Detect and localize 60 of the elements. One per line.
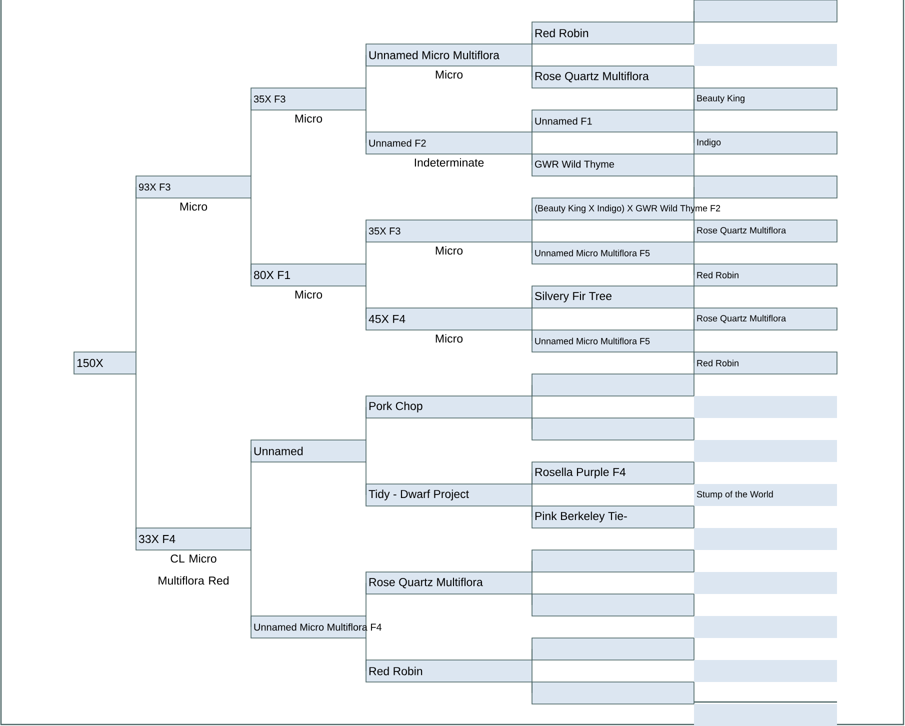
empty-band (694, 528, 837, 550)
name-cell: Red Robin (366, 660, 532, 682)
type-label: Micro (436, 246, 463, 255)
name-cell: Indigo (694, 132, 838, 154)
type-label: Micro (295, 114, 322, 123)
type-label: CL Micro Multiflora Red (158, 554, 229, 585)
name-cell: 93X F3 (136, 176, 252, 198)
type-label: Micro (295, 290, 322, 299)
name-cell: Rose Quartz Multiflora (694, 220, 838, 242)
name-cell: Unnamed Micro Multiflora F5 (532, 330, 694, 352)
name-cell: Rose Quartz Multiflora (694, 308, 838, 330)
name-cell: 35X F3 (250, 88, 366, 110)
name-cell: (Beauty King X Indigo) X GWR Wild Thyme F2 (532, 198, 720, 220)
name-cell: Beauty King (694, 88, 838, 110)
empty-band (694, 572, 837, 594)
name-cell: Red Robin (532, 22, 694, 44)
name-cell: 150X (74, 352, 136, 374)
name-cell: Rose Quartz Multiflora (366, 572, 532, 594)
bracket-line (250, 550, 252, 628)
empty-box (694, 0, 838, 22)
name-cell: Stump of the World (694, 484, 837, 506)
type-label: Micro (436, 70, 463, 79)
name-cell: Unnamed Micro Multiflora (366, 44, 532, 66)
empty-band (694, 660, 837, 682)
empty-box (532, 638, 694, 660)
bracket-line (250, 450, 252, 528)
name-cell: GWR Wild Thyme (532, 154, 694, 176)
name-cell: Unnamed F2 (366, 132, 532, 154)
name-cell: 33X F4 (136, 528, 252, 550)
empty-box (532, 374, 694, 396)
empty-box (532, 594, 694, 616)
name-cell: Unnamed Micro Multiflora F4 (250, 616, 382, 638)
name-cell: Rosella Purple F4 (532, 462, 694, 484)
empty-band (694, 440, 837, 462)
empty-box (532, 418, 694, 440)
empty-box (694, 176, 838, 198)
empty-band (694, 396, 837, 418)
empty-box (532, 682, 694, 704)
name-cell: Red Robin (694, 264, 838, 286)
name-cell: Unnamed (250, 440, 366, 462)
name-cell: 35X F3 (366, 220, 532, 242)
empty-band (694, 44, 837, 66)
name-cell: Pork Chop (366, 396, 532, 418)
type-label: Micro (436, 334, 463, 343)
name-cell: Pink Berkeley Tie- (532, 506, 694, 528)
name-cell: Unnamed Micro Multiflora F5 (532, 242, 694, 264)
name-cell: 80X F1 (250, 264, 366, 286)
name-cell: Tidy - Dwarf Project (366, 484, 532, 506)
name-cell: Unnamed F1 (532, 110, 694, 132)
name-cell: Red Robin (694, 352, 838, 374)
name-cell: Silvery Fir Tree (532, 286, 694, 308)
name-cell: 45X F4 (366, 308, 532, 330)
type-label: Micro (180, 202, 208, 211)
empty-box (532, 550, 694, 572)
empty-band (694, 616, 837, 638)
name-cell: Rose Quartz Multiflora (532, 66, 694, 88)
type-label: Indeterminate (414, 158, 484, 167)
empty-band (694, 704, 837, 726)
bracket-line (250, 98, 252, 176)
bracket-line (250, 198, 252, 276)
